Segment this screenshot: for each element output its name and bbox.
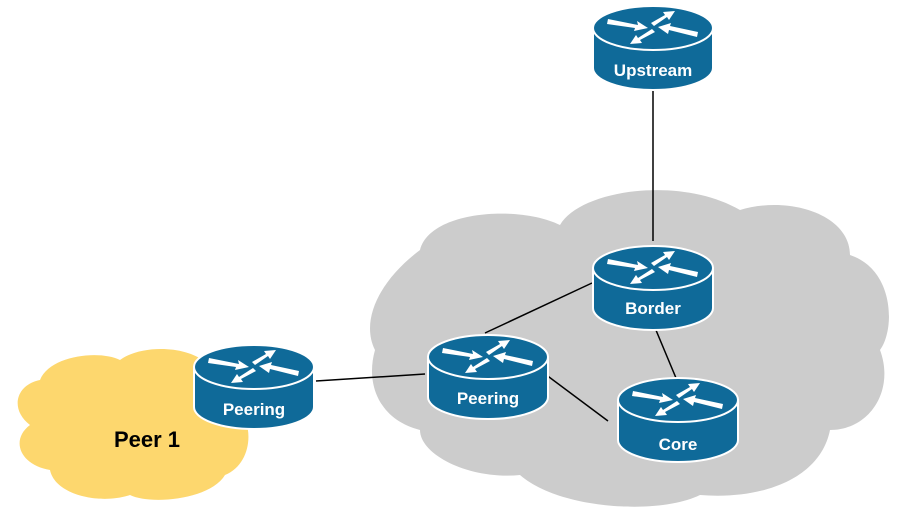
peer1-label: Peer 1 (114, 427, 180, 452)
router-label: Upstream (614, 61, 692, 80)
internal-network-cloud (370, 190, 889, 507)
link-border-peering (484, 282, 593, 334)
router-label: Border (625, 299, 681, 318)
peer1-cloud (17, 348, 249, 500)
router-upstream[interactable]: Upstream (592, 5, 714, 91)
router-label: Core (659, 435, 698, 454)
router-core[interactable]: Core (617, 377, 739, 463)
router-label: Peering (223, 400, 285, 419)
link-border-core (652, 322, 677, 379)
router-peering-external[interactable]: Peering (193, 344, 315, 430)
router-label: Peering (457, 389, 519, 408)
router-border[interactable]: Border (592, 245, 714, 331)
router-peering-internal[interactable]: Peering (427, 334, 549, 420)
link-peering-core (544, 373, 609, 422)
link-peering-peering (315, 373, 426, 382)
